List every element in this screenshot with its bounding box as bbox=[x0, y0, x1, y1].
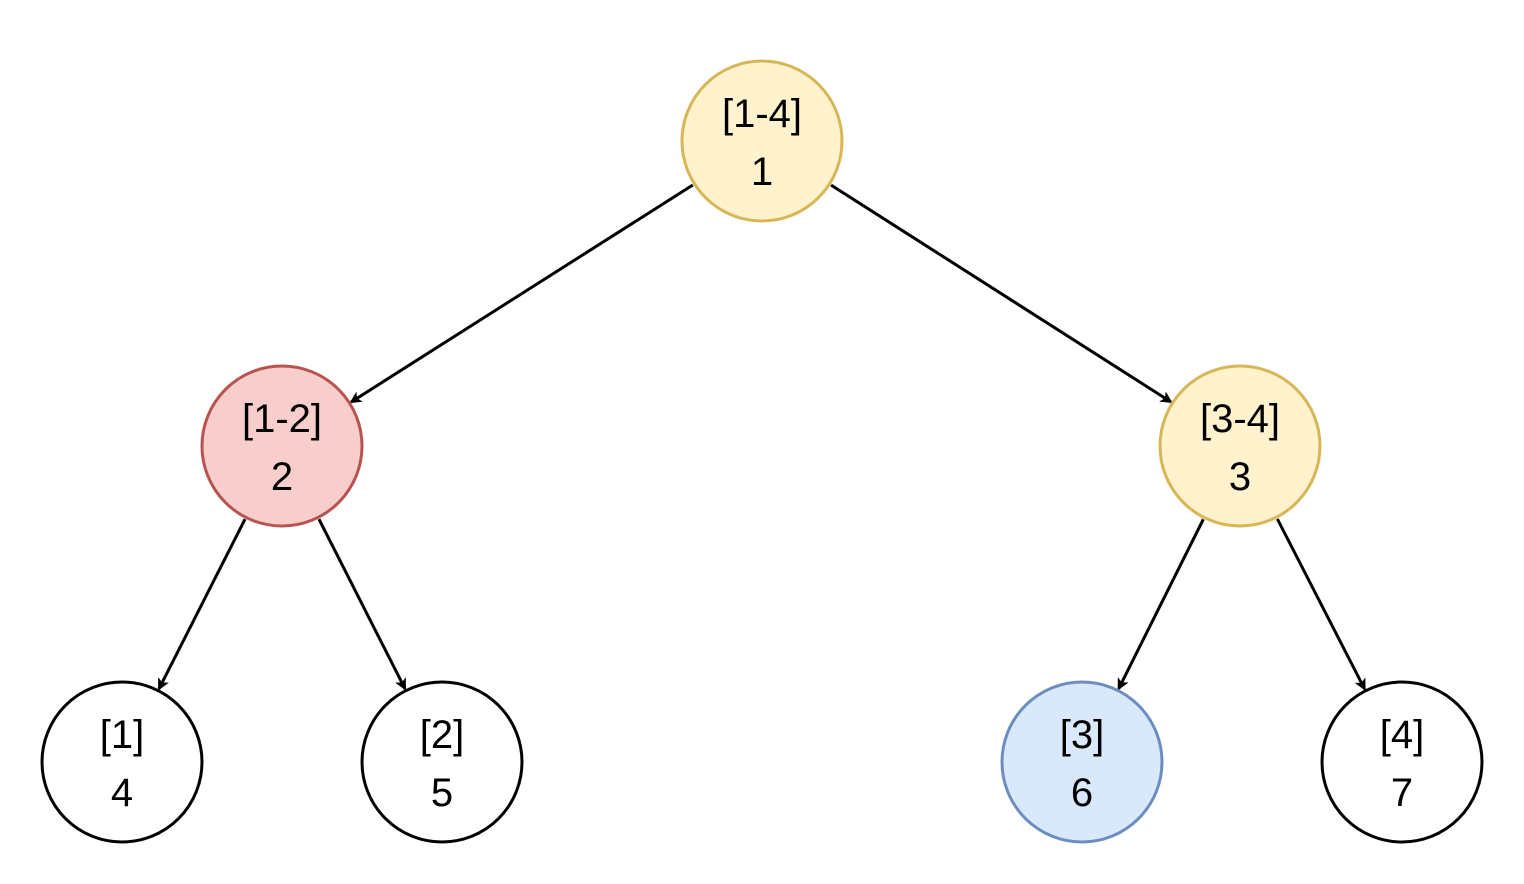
node-range-label: [3] bbox=[1060, 713, 1104, 757]
node-circle bbox=[40, 680, 204, 844]
tree-node-5: [2] 5 bbox=[360, 680, 524, 844]
node-range-label: [1-2] bbox=[242, 397, 322, 441]
node-circle bbox=[200, 364, 364, 528]
edges bbox=[157, 183, 1366, 691]
edge-1-to-3 bbox=[830, 183, 1173, 404]
node-range-label: [1] bbox=[100, 713, 144, 757]
tree-node-6: [3] 6 bbox=[1000, 680, 1164, 844]
node-range-label: [4] bbox=[1380, 713, 1424, 757]
tree-node-1: [1-4] 1 bbox=[680, 59, 844, 223]
nodes: [1-4] 1 [1-2] 2 [3-4] 3 [1] 4 [2] 5 [3] … bbox=[40, 59, 1484, 844]
tree-node-2: [1-2] 2 bbox=[200, 364, 364, 528]
node-index-label: 4 bbox=[111, 771, 133, 815]
edge-2-to-5 bbox=[317, 518, 407, 691]
node-index-label: 6 bbox=[1071, 771, 1093, 815]
node-index-label: 1 bbox=[751, 150, 773, 194]
tree-node-3: [3-4] 3 bbox=[1158, 364, 1322, 528]
node-circle bbox=[1320, 680, 1484, 844]
node-index-label: 2 bbox=[271, 455, 293, 499]
node-index-label: 3 bbox=[1229, 455, 1251, 499]
node-range-label: [1-4] bbox=[722, 92, 802, 136]
edge-1-to-2 bbox=[349, 183, 694, 404]
tree-node-4: [1] 4 bbox=[40, 680, 204, 844]
edge-3-to-7 bbox=[1276, 518, 1366, 691]
node-range-label: [3-4] bbox=[1200, 397, 1280, 441]
node-index-label: 7 bbox=[1391, 771, 1413, 815]
edge-3-to-6 bbox=[1117, 518, 1205, 691]
tree-node-7: [4] 7 bbox=[1320, 680, 1484, 844]
node-index-label: 5 bbox=[431, 771, 453, 815]
edge-2-to-4 bbox=[157, 518, 247, 691]
node-circle bbox=[680, 59, 844, 223]
node-circle bbox=[360, 680, 524, 844]
node-range-label: [2] bbox=[420, 713, 464, 757]
node-circle bbox=[1000, 680, 1164, 844]
node-circle bbox=[1158, 364, 1322, 528]
